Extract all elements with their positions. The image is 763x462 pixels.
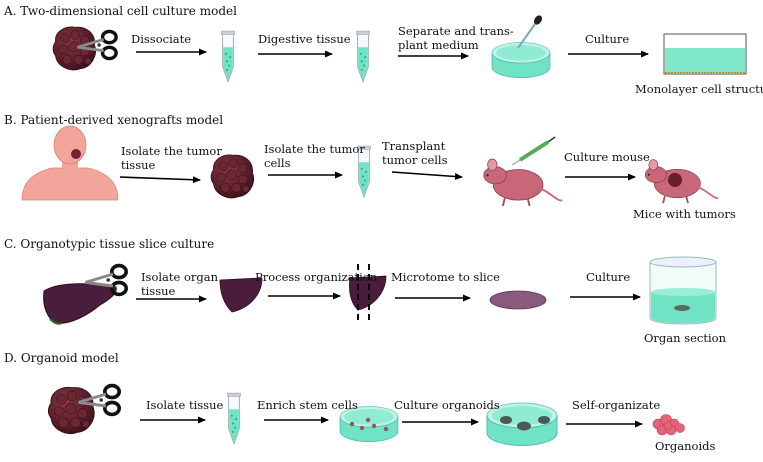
patient-icon — [21, 125, 119, 201]
step-label: Isolate organ — [141, 270, 219, 284]
test-tube-icon — [355, 30, 371, 83]
sliced-organ-icon — [349, 264, 387, 324]
test-tube-icon — [220, 30, 236, 83]
section-d-title: D. Organoid model — [4, 351, 119, 365]
result-label: Organ section — [644, 331, 726, 345]
step-label: Enrich stem cells — [257, 398, 358, 412]
section-b-title: B. Patient-derived xenografts model — [4, 113, 224, 127]
section-c-title: C. Organotypic tissue slice culture — [4, 237, 215, 251]
step-label: Isolate tissue — [146, 398, 224, 412]
organoid-culture-dish-icon — [486, 402, 558, 447]
arrow-b1 — [119, 176, 201, 184]
tissue-slice-icon — [489, 290, 547, 310]
culture-flask-icon — [663, 33, 747, 75]
step-label: Culture — [586, 270, 631, 284]
tumor-tissue-icon — [210, 154, 254, 199]
tumor-mark-icon — [668, 173, 682, 187]
tumor-tissue-icon — [47, 386, 95, 434]
step-label: Transplant — [382, 139, 446, 153]
organoids-icon — [652, 414, 685, 436]
organ-piece-icon — [219, 277, 263, 313]
step-label: Separate and trans- — [398, 24, 514, 38]
result-label: Monolayer cell structure — [635, 82, 763, 96]
liver-icon — [42, 282, 118, 325]
step-label: tissue — [121, 158, 156, 172]
result-label: Mice with tumors — [633, 207, 736, 221]
pipette-icon — [517, 15, 543, 49]
step-label: Process organization — [255, 270, 378, 284]
syringe-icon — [511, 136, 556, 166]
mouse-icon — [482, 158, 564, 207]
beaker-icon — [649, 256, 717, 325]
step-label: plant medium — [398, 38, 479, 52]
arrow-b3 — [391, 171, 463, 180]
result-label: Organoids — [655, 439, 716, 453]
step-label: Self-organizate — [572, 398, 661, 412]
step-label: Dissociate — [131, 32, 192, 46]
step-label: Digestive tissue — [258, 32, 351, 46]
step-label: Isolate the tumor — [121, 144, 222, 158]
step-label: tumor cells — [382, 153, 448, 167]
step-label: Culture organoids — [394, 398, 500, 412]
step-label: Culture — [585, 32, 630, 46]
test-tube-icon — [226, 392, 242, 445]
step-label: cells — [264, 156, 291, 170]
petri-dish-icon — [491, 41, 551, 79]
step-label: Culture mouse — [564, 150, 650, 164]
step-label: Isolate the tumor — [264, 142, 365, 156]
step-label: Microtome to slice — [391, 270, 500, 284]
organoid-dish-icon — [339, 405, 399, 443]
section-a-title: A. Two-dimensional cell culture model — [4, 4, 237, 18]
step-label: tissue — [141, 284, 176, 298]
